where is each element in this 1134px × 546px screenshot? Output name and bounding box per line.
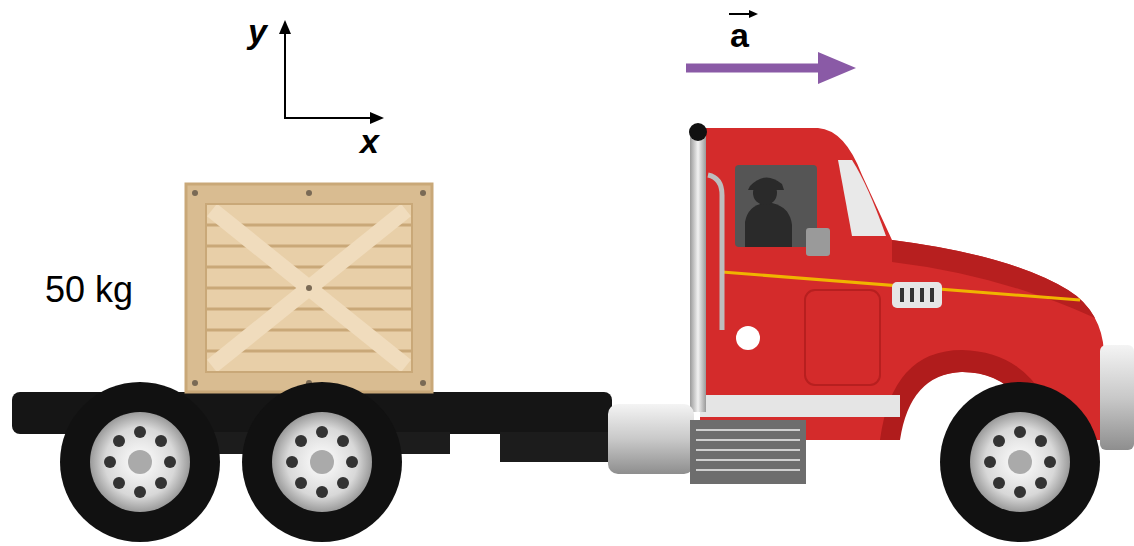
coordinate-axes — [284, 28, 376, 118]
wheel — [60, 382, 220, 542]
step-grille — [690, 420, 806, 484]
crate — [186, 184, 432, 392]
exhaust-stack — [690, 132, 706, 412]
fuel-tank — [608, 404, 694, 474]
grab-handle — [708, 175, 722, 330]
axis-label: y — [248, 14, 267, 48]
chassis — [500, 432, 610, 462]
vector-arrow-mark — [729, 10, 758, 18]
wheel — [940, 382, 1100, 542]
vector-label: a — [730, 18, 749, 52]
grille-lines — [696, 430, 800, 470]
axis-label: x — [360, 124, 379, 158]
lug-holes — [104, 426, 1056, 498]
mass-label: 50 kg — [45, 272, 133, 308]
wheel — [242, 382, 402, 542]
axis-arrowhead — [279, 20, 291, 34]
axis-arrowhead — [370, 112, 384, 124]
acceleration-arrow — [686, 52, 856, 84]
exhaust-cap — [689, 123, 707, 141]
